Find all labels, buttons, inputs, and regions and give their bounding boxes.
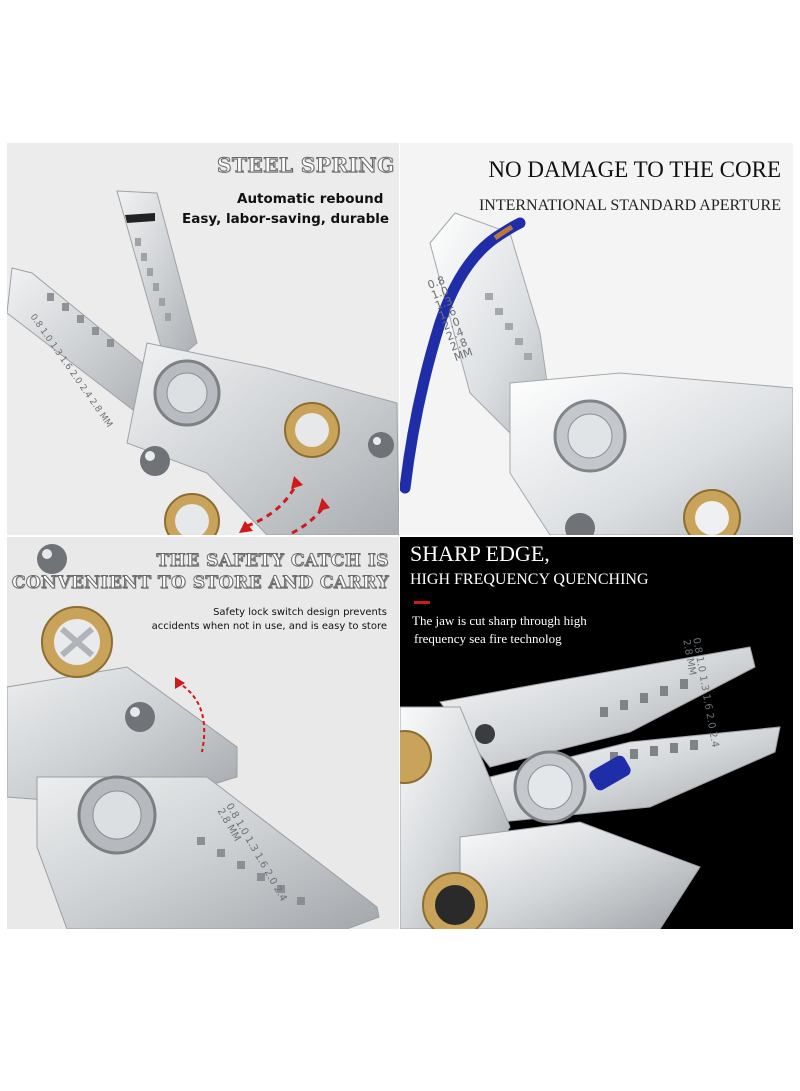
panel-subtitle: INTERNATIONAL STANDARD APERTURE	[478, 197, 781, 214]
desc-line-2: accidents when not in use, and is easy t…	[151, 621, 387, 632]
desc-line-2: frequency sea fire technolog	[414, 631, 562, 646]
panel-title-line-2: CONVENIENT TO STORE AND CARRY	[11, 573, 389, 594]
panel-title: SHARP EDGE,	[410, 541, 550, 566]
stripper-spring-illustration	[7, 190, 399, 535]
panel-title-line-1: THE SAFETY CATCH IS	[156, 551, 389, 572]
desc-line-1: Safety lock switch design prevents	[213, 607, 387, 618]
panel-subtitle: HIGH FREQUENCY QUENCHING	[410, 571, 649, 588]
feature-line-2: Easy, labor-saving, durable	[182, 211, 390, 227]
panel-divider-horizontal	[7, 535, 793, 537]
panel-sharp-edge: SHARP EDGE, HIGH FREQUENCY QUENCHING The…	[400, 537, 793, 929]
panel-safety-catch: THE SAFETY CATCH IS CONVENIENT TO STORE …	[7, 537, 399, 929]
stripper-lock-illustration	[7, 544, 380, 929]
stripper-edge-illustration	[400, 601, 781, 929]
stripper-wire-illustration	[400, 212, 793, 535]
panel-title: STEEL SPRING	[217, 153, 395, 178]
panel-title: NO DAMAGE TO THE CORE	[488, 157, 781, 182]
panel-no-damage: NO DAMAGE TO THE CORE INTERNATIONAL STAN…	[400, 143, 793, 535]
feature-line-1: Automatic rebound	[237, 191, 384, 207]
desc-line-1: The jaw is cut sharp through high	[412, 613, 587, 628]
panel-steel-spring: STEEL SPRING Automatic rebound Easy, lab…	[7, 143, 399, 535]
